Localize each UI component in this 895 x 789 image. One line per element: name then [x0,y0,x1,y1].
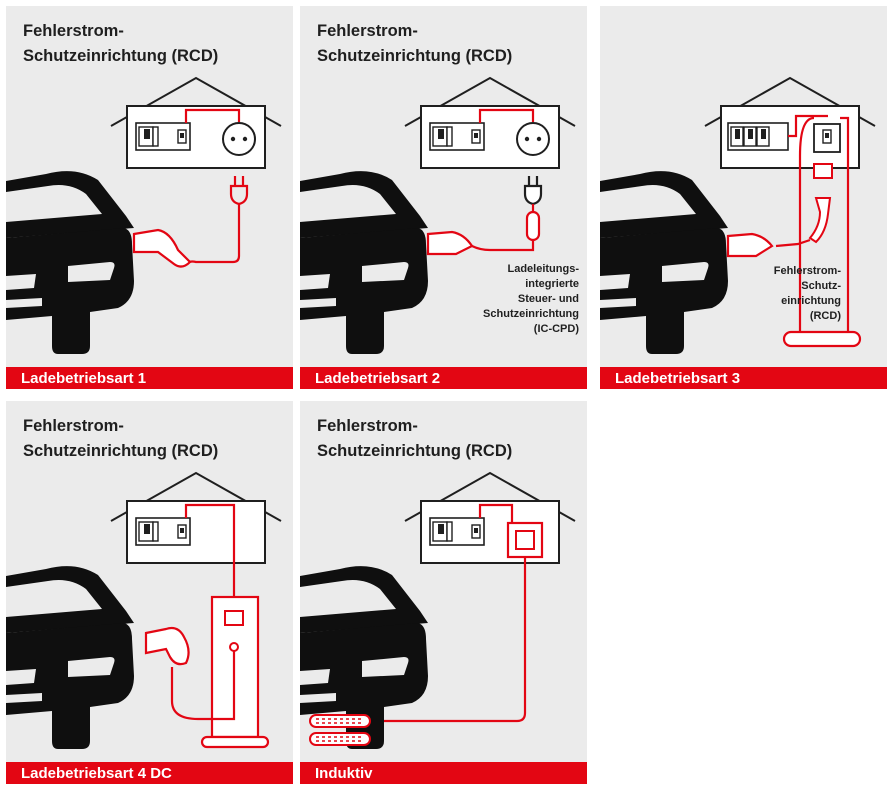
panel-mode-4-dc: Fehlerstrom- Schutzeinrichtung (RCD) Lad… [6,401,293,784]
panel-heading: Fehlerstrom- Schutzeinrichtung (RCD) [317,19,577,69]
panel-heading: Fehlerstrom- Schutzeinrichtung (RCD) [23,19,283,69]
mode-label: Ladebetriebsart 3 [615,370,741,387]
note-line: (IC-CPD) [533,323,579,335]
heading-line-2: Schutzeinrichtung (RCD) [23,47,219,65]
charging-mode-1-illustration [6,77,282,354]
rcd-note: Fehlerstrom- Schutz- einrichtung (RCD) [721,264,841,324]
mode-label: Ladebetriebsart 4 DC [21,765,172,782]
charging-mode-4-illustration [6,472,282,749]
charging-mode-2-illustration [300,77,576,354]
note-line: Schutzeinrichtung [483,308,579,320]
heading-line-1: Fehlerstrom- [23,22,124,40]
mode-label-bar: Induktiv [300,762,587,784]
mode-label-bar: Ladebetriebsart 1 [6,367,293,389]
heading-line-1: Fehlerstrom- [317,417,418,435]
charging-mode-3-illustration [600,76,876,354]
panel-mode-1: Fehlerstrom- Schutzeinrichtung (RCD) Lad… [6,6,293,389]
mode-label-bar: Ladebetriebsart 4 DC [6,762,293,784]
panel-heading: Fehlerstrom- Schutzeinrichtung (RCD) [23,414,283,464]
note-line: Schutz- [801,280,841,292]
note-line: einrichtung [781,295,841,307]
mode-label: Ladebetriebsart 1 [21,370,147,387]
heading-line-2: Schutzeinrichtung (RCD) [23,442,219,460]
heading-line-2: Schutzeinrichtung (RCD) [317,442,513,460]
inductive-charging-illustration [300,472,576,749]
note-line: Fehlerstrom- [773,265,841,277]
panel-mode-2: Fehlerstrom- Schutzeinrichtung (RCD) Lad… [300,6,587,389]
note-line: (RCD) [809,310,841,322]
panel-mode-3: Fehlerstrom- Schutz- einrichtung (RCD) L… [600,6,887,389]
mode-label-bar: Ladebetriebsart 3 [600,367,887,389]
mode-label: Ladebetriebsart 2 [315,370,441,387]
panel-heading: Fehlerstrom- Schutzeinrichtung (RCD) [317,414,577,464]
mode-label-bar: Ladebetriebsart 2 [300,367,587,389]
heading-line-2: Schutzeinrichtung (RCD) [317,47,513,65]
panel-inductive: Fehlerstrom- Schutzeinrichtung (RCD) Ind… [300,401,587,784]
mode-label: Induktiv [315,765,373,782]
ic-cpd-note: Ladeleitungs- integrierte Steuer- und Sc… [419,262,579,337]
note-line: integrierte [525,278,579,290]
note-line: Steuer- und [517,293,579,305]
heading-line-1: Fehlerstrom- [317,22,418,40]
heading-line-1: Fehlerstrom- [23,417,124,435]
note-line: Ladeleitungs- [507,263,579,275]
